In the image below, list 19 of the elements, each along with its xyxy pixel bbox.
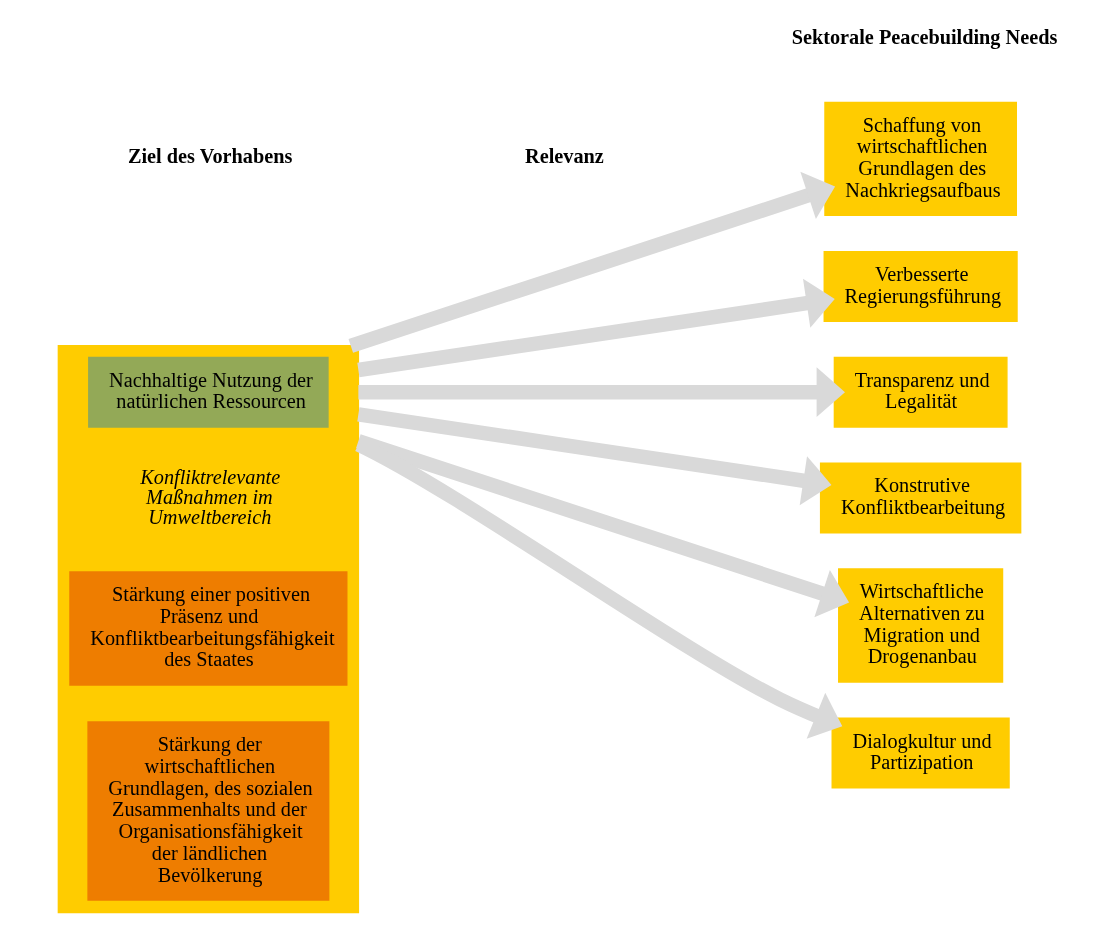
cluster (57, 345, 360, 914)
arrow (358, 367, 845, 418)
node-box: Dialogkultur und Partizipation (831, 717, 1010, 789)
arrow (356, 434, 850, 618)
node-box: Stärkung der wirtschaftlichen Grundlagen, des sozialen Zusammenhalts und der Organisationsfähigkeit der ländlichen Bevölkerung (87, 721, 330, 901)
arrow (348, 171, 836, 353)
label: Sektorale Peacebuilding Needs (791, 25, 1058, 48)
arrow (357, 278, 835, 378)
node-box: Stärkung einer positiven Präsenz und Konfliktbearbeitungsfähigkeit des Staates (69, 571, 348, 686)
node-box: Schaffung von wirtschaftlichen Grundlagen des Nachkriegsaufbaus (824, 101, 1017, 217)
label: Relevanz (525, 144, 604, 167)
node-text: Konfliktrelevante Maßnahmen im Umweltbereich (140, 465, 281, 529)
node-box: Transparenz und Legalität (833, 356, 1008, 428)
node-box: Konstrutive Konfliktbearbeitung (819, 462, 1022, 534)
label: Ziel des Vorhabens (127, 144, 293, 167)
node-box: Nachhaltige Nutzung der natürlichen Ressourcen (88, 356, 329, 428)
node-box: Verbesserte Regierungsführung (823, 250, 1018, 322)
arrow (357, 407, 832, 506)
node-box: Wirtschaftliche Alternativen zu Migration und Drogenanbau (838, 568, 1004, 683)
